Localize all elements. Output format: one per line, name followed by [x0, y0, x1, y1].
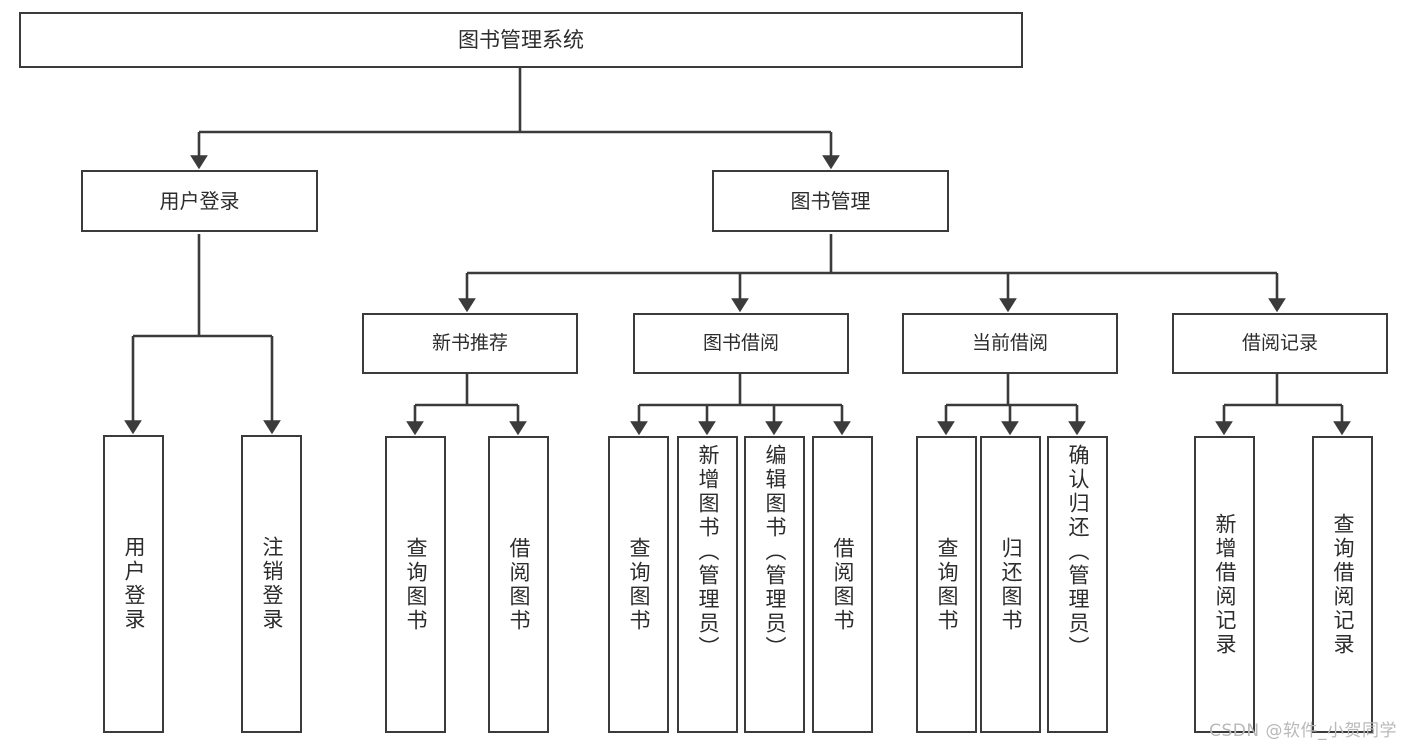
node-leaf-query-book-1-label: 查询图书 [404, 536, 429, 633]
node-new-book-recommend[interactable]: 新书推荐 [362, 313, 578, 374]
node-book-borrow[interactable]: 图书借阅 [633, 313, 849, 374]
node-borrow-record[interactable]: 借阅记录 [1172, 313, 1388, 374]
node-new-book-recommend-label: 新书推荐 [431, 331, 508, 354]
node-root[interactable]: 图书管理系统 [19, 12, 1023, 68]
node-leaf-user-login[interactable]: 用户登录 [103, 435, 164, 733]
csdn-watermark: CSDN @软件_小贺同学 [1209, 721, 1397, 741]
node-book-borrow-label: 图书借阅 [702, 331, 779, 354]
node-leaf-confirm-return-label: 确认归还（管理员） [1066, 444, 1091, 660]
node-leaf-query-book-3-label: 查询图书 [935, 536, 960, 633]
node-leaf-query-book-1[interactable]: 查询图书 [385, 436, 446, 733]
node-leaf-user-login-label: 用户登录 [122, 536, 147, 632]
node-leaf-add-book-label: 新增图书（管理员） [696, 444, 721, 660]
node-leaf-return-book-label: 归还图书 [999, 536, 1024, 633]
node-leaf-borrow-book-1[interactable]: 借阅图书 [488, 436, 549, 733]
node-leaf-add-record[interactable]: 新增借阅记录 [1194, 436, 1255, 733]
node-leaf-query-book-2-label: 查询图书 [627, 536, 652, 633]
node-root-label: 图书管理系统 [458, 27, 584, 52]
node-leaf-query-record[interactable]: 查询借阅记录 [1312, 436, 1373, 733]
node-user-login-label: 用户登录 [159, 188, 240, 213]
node-borrow-record-label: 借阅记录 [1241, 331, 1318, 354]
node-leaf-return-book[interactable]: 归还图书 [980, 436, 1041, 733]
node-book-management-label: 图书管理 [790, 188, 871, 213]
node-leaf-edit-book-label: 编辑图书（管理员） [763, 444, 788, 660]
node-leaf-logout-label: 注销登录 [260, 536, 285, 632]
node-leaf-borrow-book-2-label: 借阅图书 [831, 536, 856, 633]
node-leaf-query-book-3[interactable]: 查询图书 [916, 436, 977, 733]
node-book-management[interactable]: 图书管理 [712, 170, 949, 232]
node-leaf-borrow-book-2[interactable]: 借阅图书 [812, 436, 873, 733]
node-leaf-add-book[interactable]: 新增图书（管理员） [677, 436, 738, 733]
node-leaf-edit-book[interactable]: 编辑图书（管理员） [744, 436, 805, 733]
node-leaf-confirm-return[interactable]: 确认归还（管理员） [1047, 436, 1108, 733]
node-leaf-add-record-label: 新增借阅记录 [1213, 512, 1238, 657]
node-current-borrow[interactable]: 当前借阅 [902, 313, 1118, 374]
node-leaf-borrow-book-1-label: 借阅图书 [507, 536, 532, 633]
node-leaf-logout[interactable]: 注销登录 [241, 435, 302, 733]
node-leaf-query-record-label: 查询借阅记录 [1331, 512, 1356, 657]
node-leaf-query-book-2[interactable]: 查询图书 [608, 436, 669, 733]
node-user-login[interactable]: 用户登录 [81, 170, 318, 232]
node-current-borrow-label: 当前借阅 [971, 331, 1048, 354]
